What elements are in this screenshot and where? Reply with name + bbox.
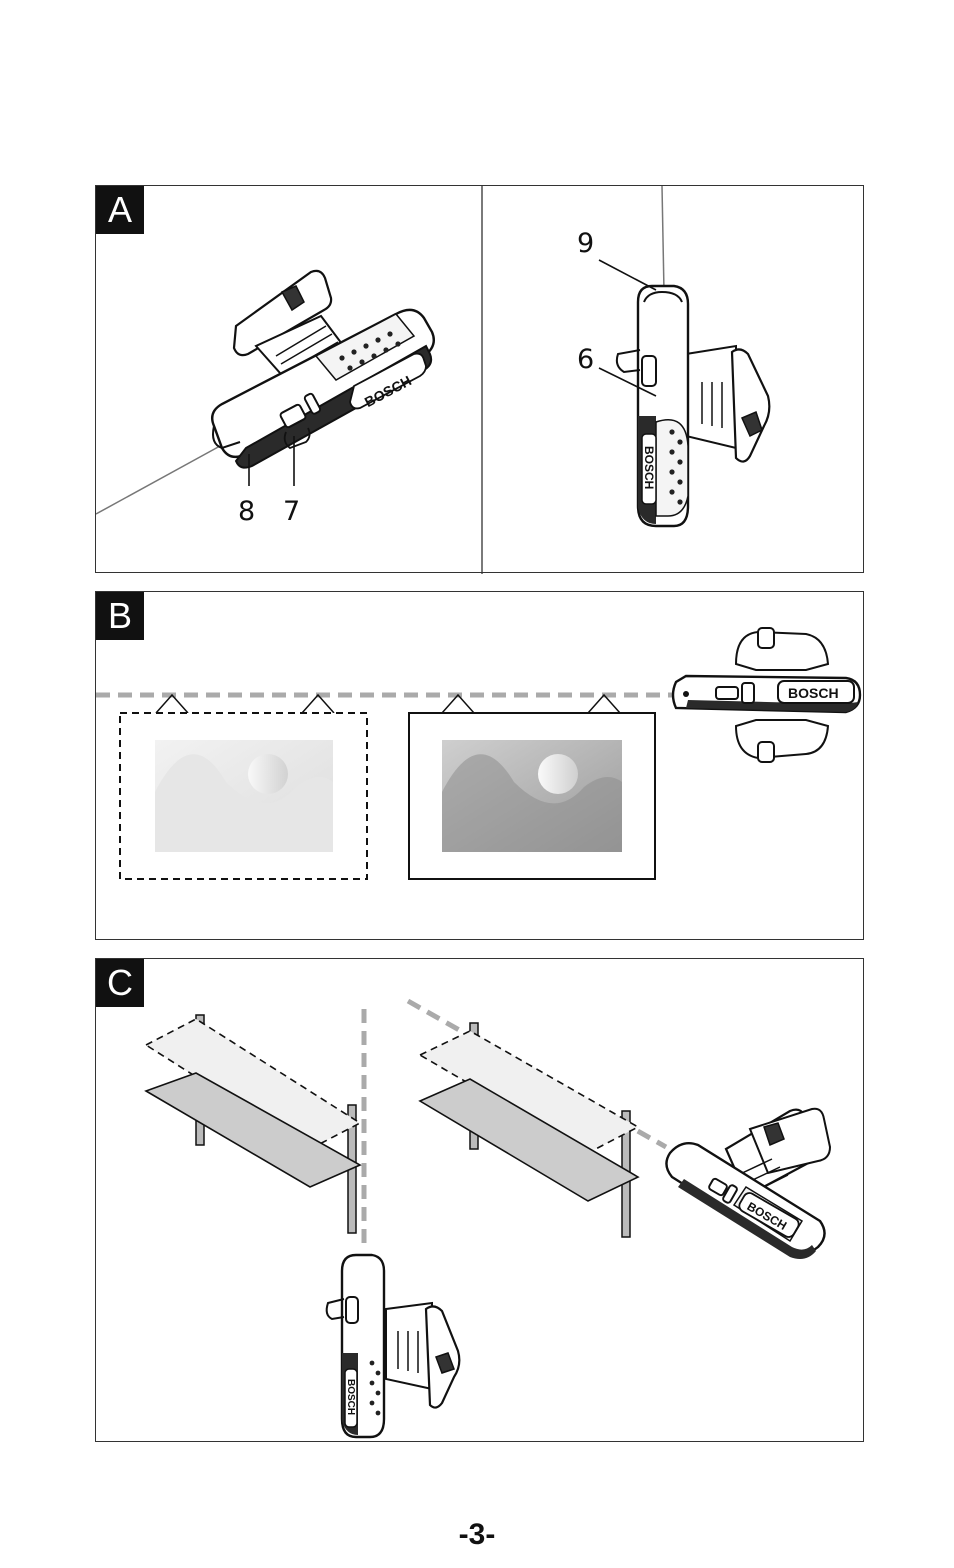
laser-tool-horizontal: BOSCH 8 7 bbox=[96, 271, 434, 527]
laser-tool-b: BOSCH bbox=[673, 628, 860, 762]
laser-tool-vertical: BOSCH 9 6 bbox=[577, 186, 769, 526]
picture-frame-before bbox=[120, 695, 367, 879]
panel-b: B BOSCH bbox=[95, 591, 864, 940]
panel-a-drawing: BOSCH 8 7 BOSCH bbox=[96, 186, 865, 574]
shelf-left bbox=[146, 1015, 360, 1233]
page-number: -3- bbox=[0, 1518, 954, 1552]
brand-logo-b: BOSCH bbox=[788, 685, 839, 701]
laser-tool-c-horizontal: BOSCH bbox=[666, 1109, 830, 1259]
panel-b-drawing: BOSCH bbox=[96, 592, 865, 941]
panel-c: C bbox=[95, 958, 864, 1442]
brand-logo-a2: BOSCH bbox=[642, 446, 656, 489]
panel-b-label: B bbox=[96, 592, 144, 640]
callout-7: 7 bbox=[283, 496, 300, 527]
panel-a: A BOSCH bbox=[95, 185, 864, 573]
panel-c-drawing: BOSCH BOSCH bbox=[96, 959, 865, 1443]
callout-8: 8 bbox=[238, 496, 255, 527]
panel-a-label: A bbox=[96, 186, 144, 234]
brand-logo-c1: BOSCH bbox=[345, 1379, 356, 1415]
laser-tool-c-vertical: BOSCH bbox=[327, 1255, 460, 1437]
picture-frame-after bbox=[409, 695, 655, 879]
shelf-right bbox=[420, 1023, 638, 1237]
callout-9: 9 bbox=[577, 228, 594, 259]
panel-c-label: C bbox=[96, 959, 144, 1007]
callout-6: 6 bbox=[577, 344, 594, 375]
